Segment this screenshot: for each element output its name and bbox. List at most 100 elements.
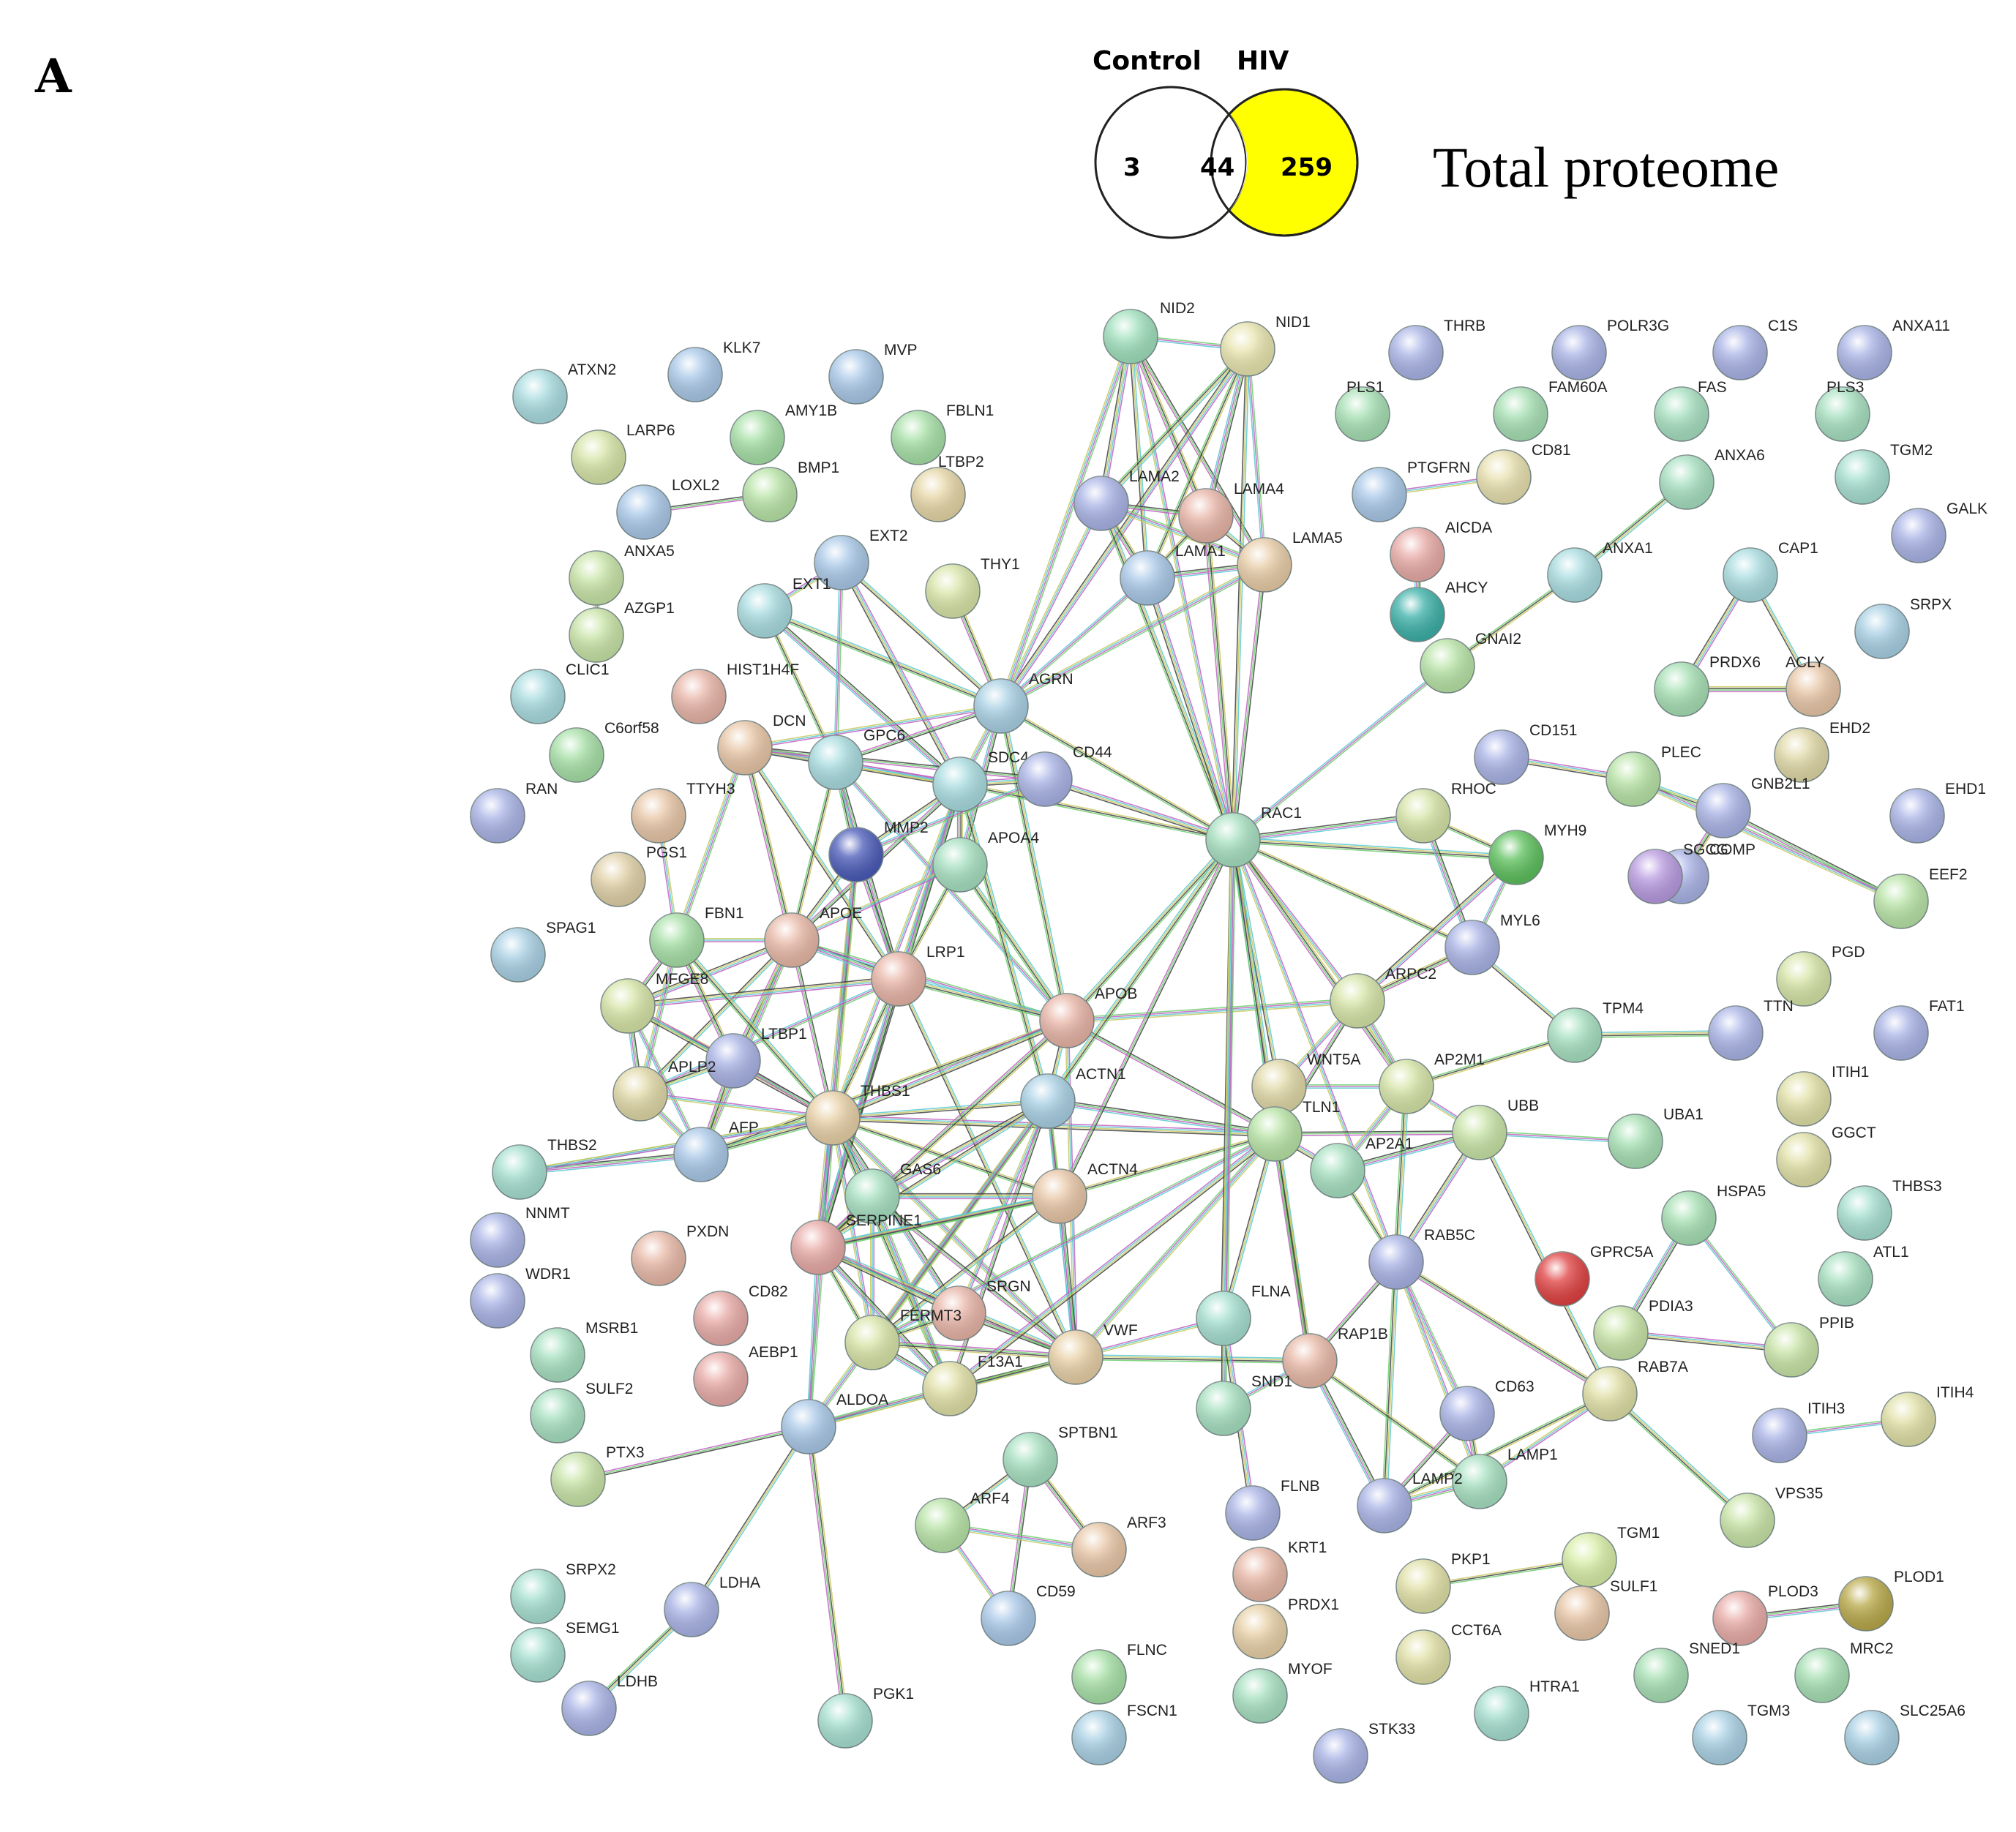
node-label-ALDOA: ALDOA [836,1392,888,1408]
node-FBLN1: FBLN1 [891,402,994,465]
edge-NID2-LAMA1 [1128,336,1150,579]
node-gloss-LOXL2 [617,485,671,539]
node-AP2M1: AP2M1 [1379,1051,1485,1114]
node-PDIA3: PDIA3 [1593,1298,1693,1361]
node-NID2: NID2 [1103,300,1195,364]
node-label-SULF1: SULF1 [1610,1578,1657,1595]
node-label-ITIH4: ITIH4 [1936,1384,1974,1401]
node-SULF1: SULF1 [1554,1578,1657,1641]
node-THY1: THY1 [925,556,1020,619]
node-gloss-DCN [718,721,772,775]
node-label-THRB: THRB [1444,318,1485,334]
node-FLNB: FLNB [1225,1478,1320,1541]
node-label-PKP1: PKP1 [1451,1551,1491,1568]
node-gloss-THY1 [926,564,980,618]
node-label-ARF4: ARF4 [970,1490,1010,1507]
node-label-EHD2: EHD2 [1829,720,1870,737]
node-label-AP2M1: AP2M1 [1434,1051,1485,1068]
node-label-PPIB: PPIB [1819,1315,1854,1332]
node-gloss-TLN1 [1248,1107,1302,1161]
edge-GAS6-VWF [871,1194,1077,1359]
node-PKP1: PKP1 [1395,1551,1491,1614]
node-label-PLEC: PLEC [1661,744,1701,761]
node-label-KRT1: KRT1 [1288,1539,1327,1556]
node-label-UBA1: UBA1 [1663,1106,1704,1123]
edge-NID1-AGRN [998,347,1251,708]
edge-DCN-FBN1 [674,746,748,942]
node-label-LTBP2: LTBP2 [938,454,984,470]
node-label-MRC2: MRC2 [1850,1640,1894,1657]
node-label-PLOD3: PLOD3 [1768,1583,1818,1600]
node-label-HTRA1: HTRA1 [1529,1678,1580,1695]
node-LDHA: LDHA [664,1574,760,1637]
node-MSRB1: MSRB1 [530,1320,638,1383]
venn-only-control: 3 [1123,153,1141,182]
edge-ACTN1-RAC1 [1045,838,1236,1103]
edge-RAP1B-LAMP1 [1308,1359,1481,1484]
node-label-AICDA: AICDA [1445,519,1492,536]
node-label-SERPINE1: SERPINE1 [846,1212,922,1229]
node-gloss-PTX3 [551,1452,605,1506]
node-PXDN: PXDN [631,1223,729,1286]
node-gloss-ANXA5 [569,551,623,605]
node-label-TTN: TTN [1764,998,1794,1015]
node-label-PGK1: PGK1 [873,1686,914,1703]
node-gloss-ANXA6 [1660,455,1714,509]
node-label-FLNC: FLNC [1127,1642,1167,1659]
edge-F13A1-TLN1 [948,1131,1277,1392]
node-gloss-MFGE8 [601,979,655,1033]
node-THBS2: THBS2 [492,1137,597,1200]
node-gloss-APOE [765,913,819,967]
node-RAB7A: RAB7A [1582,1359,1688,1422]
edge-VWF-RAP1B [1075,1354,1311,1364]
node-TGM3: TGM3 [1692,1703,1790,1765]
node-gloss-ACTN4 [1033,1169,1087,1223]
node-ALDOA: ALDOA [781,1392,888,1454]
node-label-AP2A1: AP2A1 [1365,1135,1413,1152]
node-label-LAMA1: LAMA1 [1175,543,1226,560]
node-gloss-RHOC [1396,789,1450,843]
edge-NID1-RAC1 [1231,348,1250,841]
node-gloss-ALDOA [782,1400,836,1454]
node-label-APOE: APOE [820,905,862,922]
node-label-AFP: AFP [729,1119,759,1136]
node-gloss-SND1 [1196,1381,1251,1435]
node-label-LAMA5: LAMA5 [1292,530,1343,547]
node-gloss-FAM60A [1494,387,1548,441]
node-label-WDR1: WDR1 [525,1266,571,1283]
node-gloss-TGM1 [1562,1533,1616,1587]
node-label-ANXA6: ANXA6 [1715,447,1765,464]
edge-APOB-ARPC2 [1066,997,1358,1024]
node-MYOF: MYOF [1232,1661,1333,1724]
node-gloss-CD59 [981,1591,1035,1645]
node-gloss-RAC1 [1206,813,1260,867]
edge-APOA4-APOE [790,863,962,942]
edge-NID2-AGRN [998,335,1133,707]
node-label-AEBP1: AEBP1 [749,1344,798,1361]
edge-VWF-FERMT3 [872,1339,1076,1361]
node-UBA1: UBA1 [1608,1106,1704,1169]
node-label-THBS2: THBS2 [547,1137,597,1154]
node-PTGFRN: PTGFRN [1352,459,1470,522]
node-label-POLR3G: POLR3G [1607,318,1669,334]
node-label-ACTN4: ACTN4 [1087,1161,1138,1178]
node-label-LOXL2: LOXL2 [672,477,719,494]
node-gloss-SGCG [1628,849,1682,904]
node-label-SRPX2: SRPX2 [566,1561,616,1578]
node-PRDX1: PRDX1 [1232,1596,1339,1659]
node-label-TGM1: TGM1 [1617,1525,1660,1542]
edge-LAMA5-RAC1 [1231,564,1267,841]
node-GGCT: GGCT [1776,1125,1876,1187]
edge-CD44-MMP2 [855,777,1046,857]
node-FLNA: FLNA [1196,1283,1291,1346]
node-UBB: UBB [1452,1097,1539,1160]
node-SPTBN1: SPTBN1 [1003,1424,1118,1487]
node-gloss-PXDN [632,1231,686,1285]
node-label-HSPA5: HSPA5 [1717,1183,1766,1200]
node-LAMP1: LAMP1 [1452,1446,1558,1509]
node-gloss-ACTN1 [1021,1074,1075,1128]
node-PLEC: PLEC [1605,744,1701,807]
node-gloss-MYOF [1233,1669,1287,1723]
edge-ACTN1-ALDOA [806,1099,1051,1429]
